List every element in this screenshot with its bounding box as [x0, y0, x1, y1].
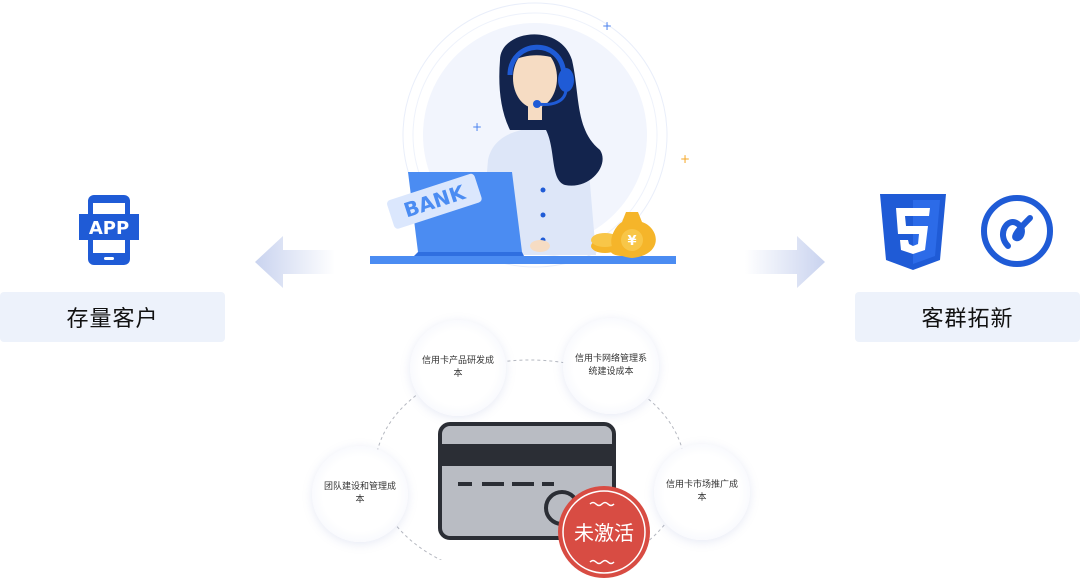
left-arrow-icon	[255, 236, 335, 288]
swirl-logo-icon	[980, 194, 1054, 268]
svg-text:+: +	[472, 120, 482, 134]
existing-customers-label: 存量客户	[0, 292, 225, 342]
svg-text:+: +	[602, 19, 612, 33]
right-arrow-icon	[745, 236, 825, 288]
inactive-stamp: 未激活	[556, 484, 652, 580]
html5-icon	[880, 194, 946, 270]
svg-text:+: +	[680, 152, 690, 166]
yen-symbol: ¥	[627, 234, 636, 249]
bubble-marketing-cost: 信用卡市场推广成本	[654, 444, 750, 540]
app-phone-icon: APP	[78, 194, 140, 266]
stamp-text: 未激活	[574, 521, 634, 545]
bubble-network-system-cost: 信用卡网络管理系统建设成本	[563, 318, 659, 414]
bubble-product-rd-cost: 信用卡产品研发成本	[410, 320, 506, 416]
new-customers-label: 客群拓新	[855, 292, 1080, 342]
customer-service-agent-illustration: + + + BANK	[360, 0, 700, 275]
bubble-team-management-cost: 团队建设和管理成本	[312, 446, 408, 542]
app-icon-text: APP	[89, 218, 129, 239]
